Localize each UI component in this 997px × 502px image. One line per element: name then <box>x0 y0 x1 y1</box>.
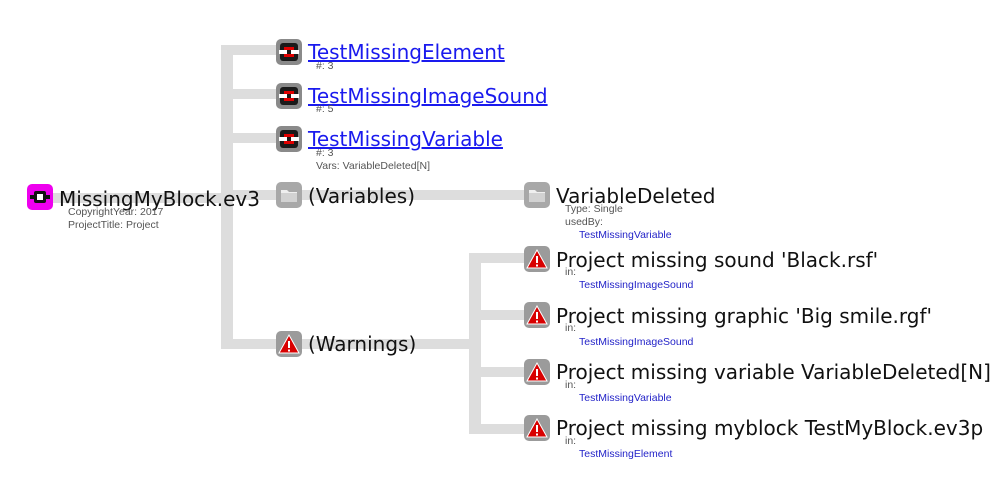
folder-icon[interactable] <box>276 182 302 208</box>
branch-test-missing-element <box>221 45 291 55</box>
warning-in-link[interactable]: TestMissingImageSound <box>579 336 694 348</box>
variable-used-by-label: usedBy: <box>565 216 603 228</box>
branch-warning-3 <box>469 367 539 377</box>
warning-item-label: Project missing sound 'Black.rsf' <box>556 248 879 272</box>
warning-icon[interactable] <box>524 302 550 328</box>
warning-icon[interactable] <box>524 246 550 272</box>
warning-in-label: in: <box>565 379 577 391</box>
warning-in-link[interactable]: TestMissingVariable <box>579 392 672 404</box>
root-label: MissingMyBlock.ev3 <box>59 187 260 211</box>
child-count: #: 3 <box>316 60 334 72</box>
program-icon[interactable] <box>276 126 302 152</box>
warning-item-label: Project missing myblock TestMyBlock.ev3p <box>556 416 984 440</box>
branch-test-missing-image-sound <box>221 89 291 99</box>
warning-in-label: in: <box>565 435 577 447</box>
branch-warning-4 <box>469 424 539 434</box>
variables-label: (Variables) <box>308 184 416 208</box>
child-link-test-missing-variable[interactable]: TestMissingVariable <box>308 127 503 151</box>
branch-variables <box>221 190 291 200</box>
warning-icon[interactable] <box>524 415 550 441</box>
program-icon[interactable] <box>276 83 302 109</box>
warning-item-label: Project missing variable VariableDeleted… <box>556 360 991 384</box>
variable-used-by-link[interactable]: TestMissingVariable <box>579 229 672 241</box>
myblock-icon[interactable] <box>27 184 53 210</box>
warning-in-link[interactable]: TestMissingImageSound <box>579 279 694 291</box>
child-link-test-missing-element[interactable]: TestMissingElement <box>308 40 505 64</box>
branch-test-missing-variable <box>221 133 291 143</box>
warnings-trunk <box>469 253 481 434</box>
warning-icon[interactable] <box>276 331 302 357</box>
child-count: #: 3 <box>316 147 334 159</box>
warning-in-link[interactable]: TestMissingElement <box>579 448 673 460</box>
warning-in-label: in: <box>565 266 577 278</box>
child-count: #: 5 <box>316 103 334 115</box>
child-vars: Vars: VariableDeleted[N] <box>316 160 430 172</box>
warning-item-label: Project missing graphic 'Big smile.rgf' <box>556 304 933 328</box>
warnings-label: (Warnings) <box>308 332 417 356</box>
program-icon[interactable] <box>276 39 302 65</box>
root-project-title: ProjectTitle: Project <box>68 219 159 231</box>
variables-connector <box>290 190 540 200</box>
folder-icon[interactable] <box>524 182 550 208</box>
warning-in-label: in: <box>565 322 577 334</box>
root-copyright: CopyrightYear: 2017 <box>68 206 164 218</box>
warnings-connector <box>290 339 480 349</box>
branch-warning-1 <box>469 253 539 263</box>
branch-warnings <box>221 339 291 349</box>
branch-warning-2 <box>469 310 539 320</box>
root-connector <box>30 193 230 203</box>
warning-icon[interactable] <box>524 359 550 385</box>
variable-type: Type: Single <box>565 203 623 215</box>
child-link-test-missing-image-sound[interactable]: TestMissingImageSound <box>308 84 548 108</box>
variable-item-label: VariableDeleted <box>556 184 716 208</box>
